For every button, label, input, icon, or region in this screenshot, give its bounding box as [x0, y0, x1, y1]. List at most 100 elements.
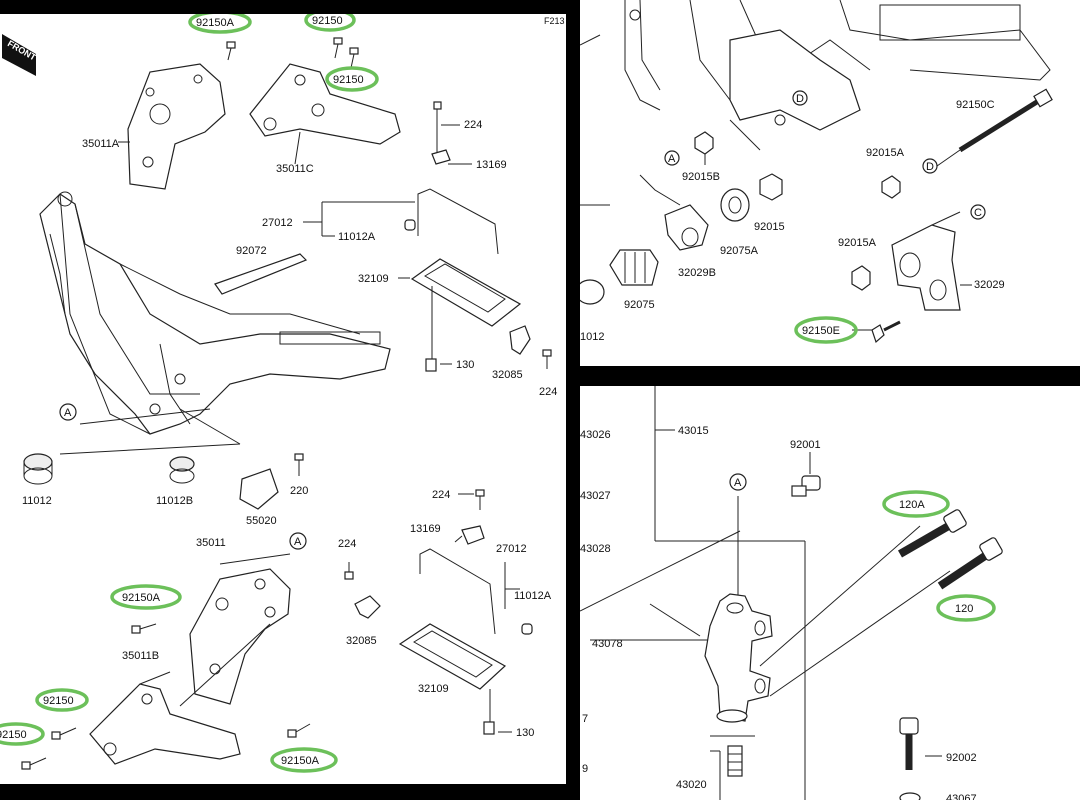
highlight-ring: [0, 722, 45, 746]
reference-marker: [289, 532, 307, 550]
bracket-35011B-drawing: [89, 683, 241, 765]
highlight-ring: [188, 14, 252, 34]
reference-letter: A: [734, 477, 742, 489]
part-label: 43026: [580, 429, 611, 441]
highlighted-part-label: 92150: [0, 729, 27, 741]
frame-rear-drawing: [624, 0, 1051, 151]
highlight-ring: [270, 747, 338, 773]
spring-27012-drawing: [404, 101, 499, 255]
tray-32109-lower-drawing: [398, 623, 507, 735]
part-label: 55020: [246, 515, 277, 527]
part-label: 43078: [592, 638, 623, 650]
bolt-120A-drawing: [898, 509, 967, 558]
bracket-32029-drawing: [891, 211, 961, 311]
bracket-35011C-drawing: [249, 63, 401, 145]
highlight-ring: [304, 14, 356, 32]
part-label: 92015B: [682, 171, 720, 183]
part-label: 43028: [580, 543, 611, 555]
part-label: 11012: [22, 495, 52, 507]
part-label: 32109: [358, 273, 389, 285]
highlighted-part-label: 92150A: [122, 592, 161, 604]
part-label: 92002: [946, 752, 977, 764]
highlighted-part-label: 120A: [899, 499, 925, 511]
bolt-icon: [21, 489, 485, 770]
tray-32109-drawing: [410, 258, 522, 372]
bracket-35011A-drawing: [127, 63, 226, 190]
front-arrow-icon: FRONT: [2, 34, 38, 76]
highlighted-part-label: 92150: [43, 695, 74, 707]
nut-icon: [694, 131, 714, 155]
reference-letter: A: [64, 407, 72, 419]
spring-43020-drawing: [727, 745, 743, 777]
reference-letter: C: [974, 207, 982, 219]
bolt-92150C-drawing: [958, 88, 1053, 153]
part-label: 35011A: [82, 138, 120, 150]
bolt-icon: [226, 37, 359, 69]
part-label: 35011B: [122, 650, 159, 662]
part-label: 32085: [346, 635, 377, 647]
highlight-ring: [794, 316, 858, 344]
washer-icon: [580, 279, 605, 305]
reference-letter: D: [796, 93, 804, 105]
part-label: 92075A: [720, 245, 759, 257]
part-label: 27012: [262, 217, 293, 229]
highlight-ring: [936, 594, 996, 622]
bolt-92002-drawing: [899, 717, 919, 770]
part-label: 92001: [790, 439, 821, 451]
part-label: 224: [539, 386, 557, 398]
reference-letter: A: [294, 536, 302, 548]
part-label: 43020: [676, 779, 707, 791]
part-label: 32029: [974, 279, 1005, 291]
bushing-92075-drawing: [609, 249, 659, 286]
reference-marker: [664, 150, 680, 166]
part-label: 27012: [496, 543, 527, 555]
grommet-11012-drawing: [23, 453, 195, 485]
bracket-35011-drawing: [189, 568, 291, 705]
clip-32085-drawing: [509, 325, 552, 369]
part-label: 11012B: [156, 495, 193, 507]
part-label: 92150C: [956, 99, 995, 111]
mount-diagram-drawing: D 92150C A 92015B 92015A D 92015 92075A …: [580, 0, 1053, 344]
part-label: 224: [432, 489, 450, 501]
part-label: 13169: [410, 523, 441, 535]
part-label: 35011C: [276, 163, 314, 175]
part-label: 130: [516, 727, 534, 739]
highlighted-part-label: 92150A: [196, 17, 235, 29]
cover-55020-drawing: [239, 453, 304, 510]
part-label: 92015A: [838, 237, 877, 249]
part-label: 224: [464, 119, 482, 131]
page-code: F213: [544, 16, 565, 26]
part-label: 9: [582, 763, 588, 775]
highlight-ring: [325, 66, 379, 92]
part-label: 43027: [580, 490, 611, 502]
main-frame-drawing: [39, 191, 391, 435]
part-label: 32029B: [678, 267, 716, 279]
part-label: 92015: [754, 221, 785, 233]
highlighted-part-label: 120: [955, 603, 973, 615]
parts-diagram-frame-panel: FRONT F213: [0, 14, 566, 784]
frame-diagram-drawing: FRONT F213: [0, 14, 565, 773]
banjo-bolt-92001-drawing: [791, 475, 821, 497]
part-label: 32085: [492, 369, 523, 381]
washer-icon: [720, 188, 750, 222]
highlighted-part-label: 92150A: [281, 755, 320, 767]
highlighted-part-label: 92150: [312, 15, 343, 27]
part-label: 13169: [476, 159, 507, 171]
part-label: 220: [290, 485, 308, 497]
part-label: 130: [456, 359, 474, 371]
part-label: 43067: [946, 793, 977, 800]
bolt-120-drawing: [937, 537, 1003, 590]
master-cylinder-drawing: [704, 593, 773, 723]
part-label: 35011: [196, 537, 226, 549]
parts-diagram-brake-panel: 43015 43026 43027 43028 43078 7 9 92001 …: [580, 386, 1080, 800]
brake-diagram-drawing: 43015 43026 43027 43028 43078 7 9 92001 …: [580, 386, 1003, 800]
bolt-icon: [871, 320, 901, 344]
part-label: 92075: [624, 299, 655, 311]
nut-icon: [881, 175, 901, 199]
nut-icon: [851, 265, 871, 291]
reference-marker: [970, 204, 986, 220]
part-label: 32109: [418, 683, 449, 695]
leader-lines: [59, 124, 520, 733]
highlight-ring: [110, 584, 182, 610]
part-label: 224: [338, 538, 356, 550]
